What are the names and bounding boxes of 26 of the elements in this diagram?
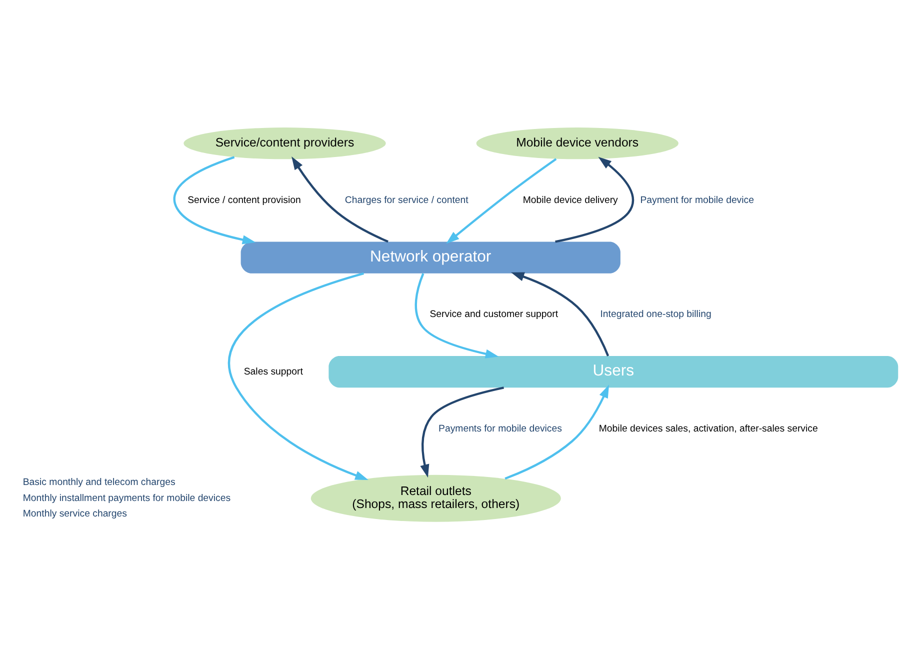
label: Monthly service charges: [22, 508, 127, 520]
edge-label: Sales support: [244, 366, 303, 377]
edge-label: Service and customer support: [430, 308, 558, 320]
arrow: [504, 384, 610, 480]
edge-label: Payments for mobile devices: [438, 422, 562, 434]
arrow: [292, 156, 388, 242]
arrow: [414, 272, 499, 358]
label: Monthly installment payments for mobile devices: [22, 492, 231, 504]
node-ellipse: Service/content providers: [184, 127, 386, 159]
node-box: Users: [328, 356, 898, 388]
arrow: [510, 272, 610, 356]
arrow: [173, 156, 256, 244]
edge-label: Service / content provision: [188, 194, 301, 206]
edge-label: Integrated one-stop billing: [600, 308, 712, 320]
node-ellipse: Retail outlets (Shops, mass retailers, others): [310, 474, 561, 522]
label: Basic monthly and telecom charges: [22, 476, 176, 488]
edge-label: Payment for mobile device: [640, 194, 754, 206]
node-box: Network operator: [240, 241, 620, 273]
edge-label: Mobile device delivery: [522, 194, 618, 206]
arrow: [420, 386, 504, 478]
arrow: [228, 272, 368, 480]
edge-label: Charges for service / content: [344, 194, 468, 206]
arrow: [555, 156, 634, 242]
edge-label: Mobile devices sales, activation, after-sales service: [598, 422, 818, 434]
node-ellipse: Mobile device vendors: [476, 127, 678, 159]
arrow: [446, 158, 557, 244]
